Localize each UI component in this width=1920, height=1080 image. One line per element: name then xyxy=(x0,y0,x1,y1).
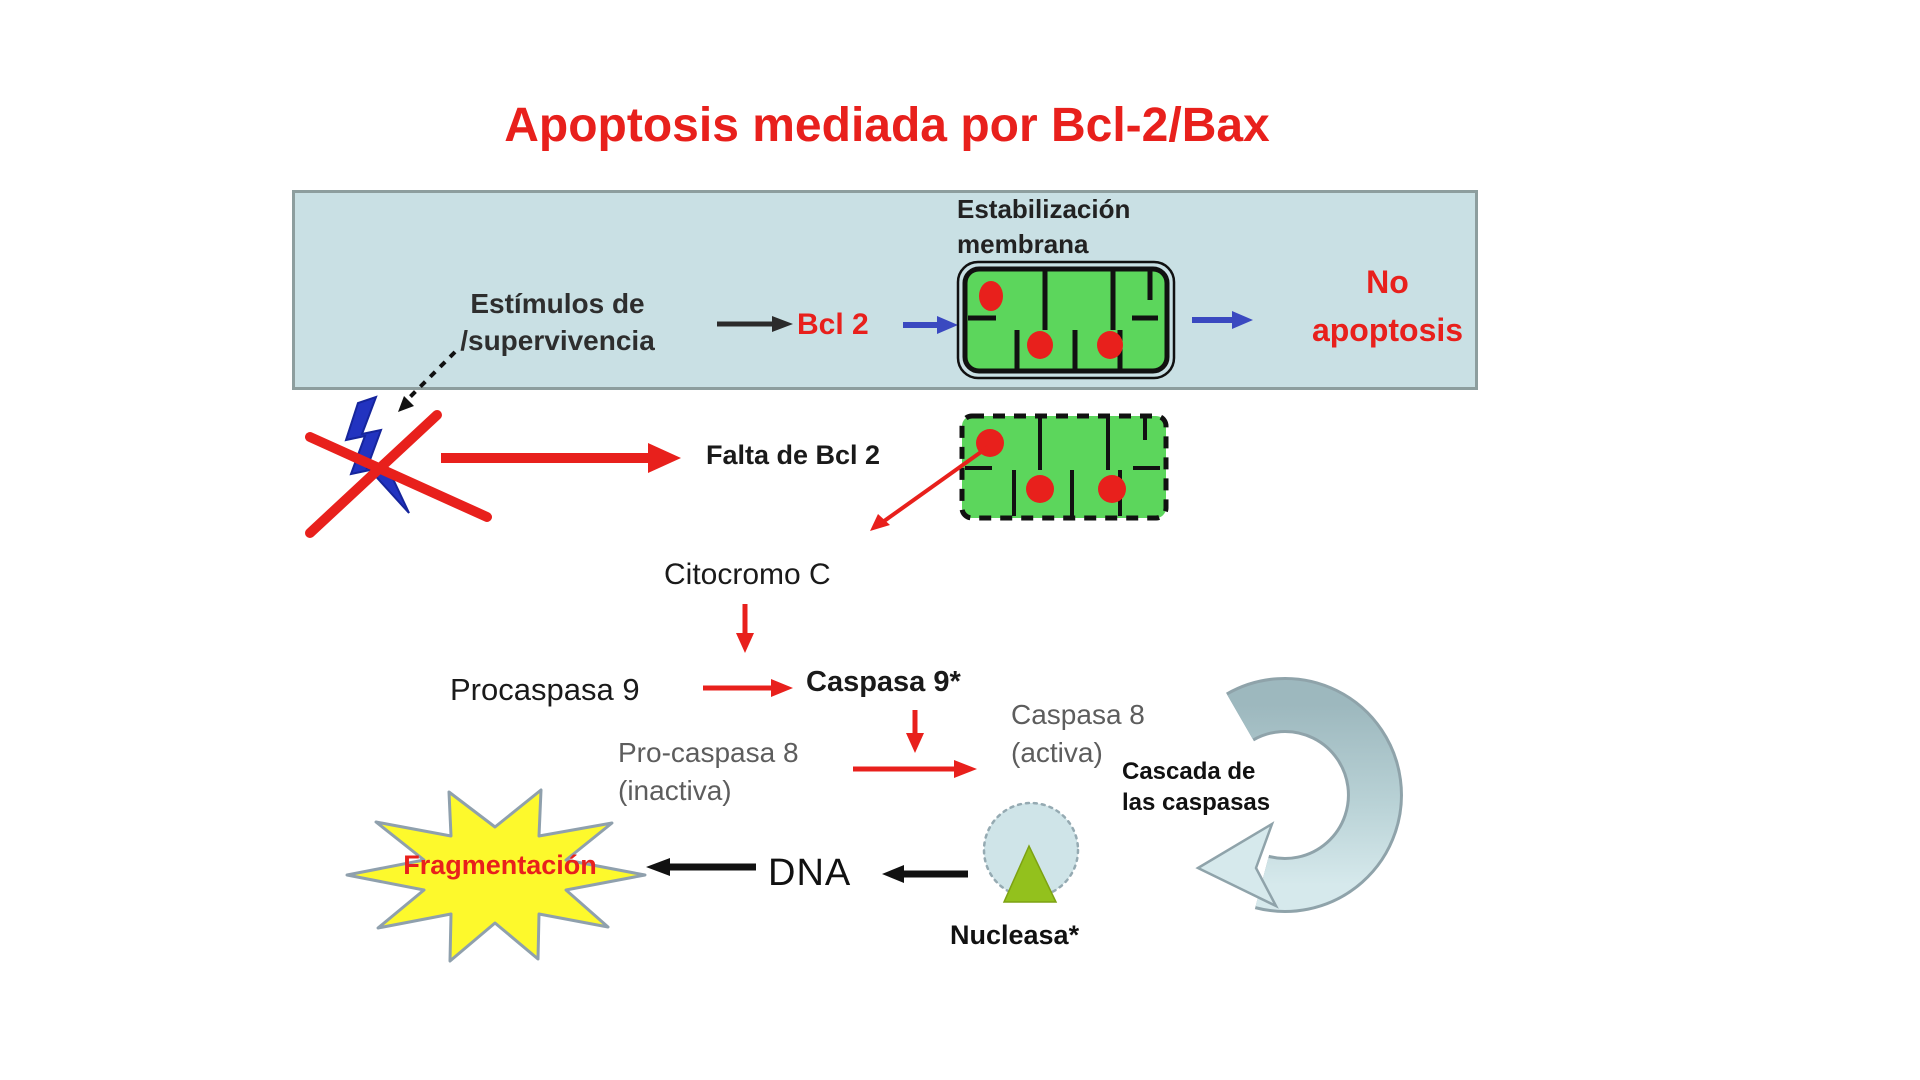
bcl2-to-membrane-arrow-icon xyxy=(903,316,958,334)
dna-label: DNA xyxy=(768,852,852,894)
nuclease-to-dna-arrow-icon xyxy=(882,865,968,883)
stimuli-line1: Estímulos de xyxy=(470,288,645,319)
no-apoptosis-label: No apoptosis xyxy=(1285,258,1490,354)
caspasa8-line2: (activa) xyxy=(1011,736,1103,768)
caspasa8-line1: Caspasa 8 xyxy=(1011,699,1145,730)
stimuli-label: Estímulos de /supervivencia xyxy=(425,286,690,360)
caspasa9-label: Caspasa 9* xyxy=(806,666,961,698)
cascade-line1: Cascada de xyxy=(1122,758,1256,785)
nucleasa-label: Nucleasa* xyxy=(950,920,1080,950)
falta-label: Falta de Bcl 2 xyxy=(706,440,881,470)
bolt-icon xyxy=(344,395,410,514)
membrane-caption-line1: Estabilización xyxy=(957,194,1131,224)
membrane-stable-icon xyxy=(956,260,1176,380)
procaspasa8-line1: Pro-caspasa 8 xyxy=(618,737,799,768)
procaspasa9-arrow-icon xyxy=(703,679,793,697)
citocromo-down-arrow-icon xyxy=(736,604,754,653)
cascade-curved-arrow-icon xyxy=(1195,677,1403,913)
fragmentacion-label: Fragmentación xyxy=(403,850,597,880)
nuclease-pacman-icon xyxy=(982,801,1080,903)
caspasa9-down-arrow-icon xyxy=(906,710,924,753)
procaspasa8-label: Pro-caspasa 8 (inactiva) xyxy=(618,734,799,810)
falta-arrow-icon xyxy=(441,443,681,473)
membrane-to-no-apoptosis-arrow-icon xyxy=(1192,311,1253,329)
stimuli-loss-dashed-arrow-icon xyxy=(398,350,457,412)
bcl2-label: Bcl 2 xyxy=(797,308,869,341)
fragmentation-starburst-icon xyxy=(345,788,647,963)
cascade-label: Cascada de las caspasas xyxy=(1122,756,1270,818)
no-apoptosis-line1: No xyxy=(1366,264,1409,300)
cascade-line2: las caspasas xyxy=(1122,789,1271,817)
dna-to-fragmentation-arrow-icon xyxy=(646,858,756,876)
cytochrome-release-arrow-icon xyxy=(870,445,990,531)
procaspasa8-arrow-icon xyxy=(853,760,977,778)
membrane-unstable-icon xyxy=(959,413,1169,521)
stimuli-to-bcl2-arrow-icon xyxy=(717,316,793,332)
procaspasa8-line2: (inactiva) xyxy=(618,774,732,806)
page-title: Apoptosis mediada por Bcl-2/Bax xyxy=(504,99,1270,152)
membrane-caption: Estabilización membrana xyxy=(957,192,1130,262)
no-apoptosis-line2: apoptosis xyxy=(1311,312,1464,348)
red-x-icon xyxy=(305,410,492,538)
survival-panel xyxy=(292,190,1478,390)
membrane-caption-line2: membrana xyxy=(957,229,1089,260)
caspasa8-label: Caspasa 8 (activa) xyxy=(1011,696,1145,772)
procaspasa9-label: Procaspasa 9 xyxy=(450,672,640,707)
citocromo-label: Citocromo C xyxy=(664,558,831,591)
stimuli-line2: /supervivencia xyxy=(460,324,655,356)
